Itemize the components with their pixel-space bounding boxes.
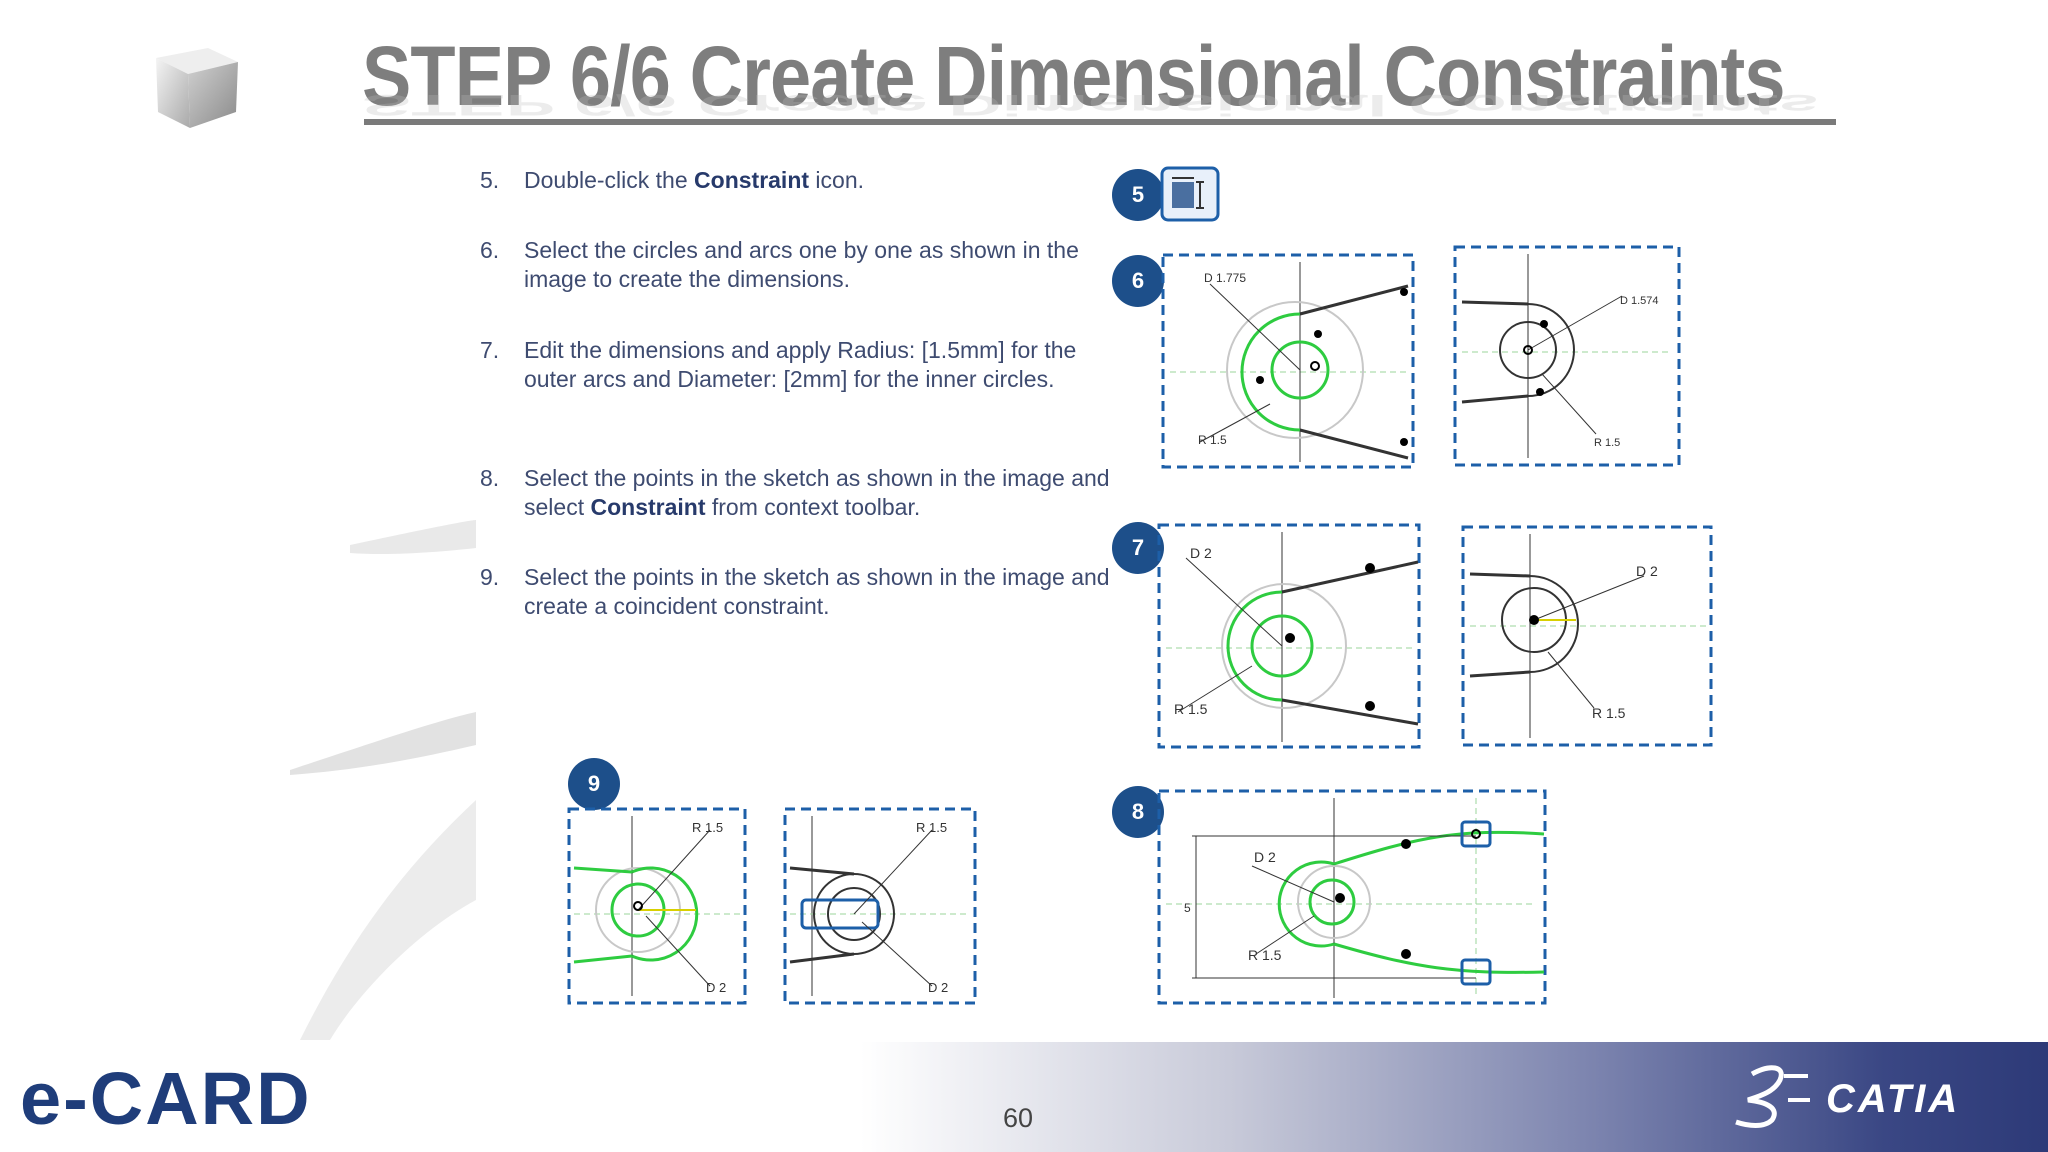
- cube-icon: [156, 48, 238, 128]
- dim-label: R 1.5: [692, 820, 723, 835]
- step-number: 8.: [480, 465, 500, 491]
- dim-label: R 1.5: [1248, 947, 1282, 963]
- dim-label: R 1.5: [1594, 437, 1620, 449]
- content-area: [476, 150, 1732, 1010]
- step-text: Select the circles and arcs one by one a…: [524, 237, 1079, 292]
- step-number: 7.: [480, 337, 500, 363]
- step-badge-7: 7: [1112, 522, 1164, 574]
- step-number: 6.: [480, 237, 500, 263]
- sketch-panel-7b: D 2 R 1.5: [1461, 525, 1713, 747]
- footer-band: [0, 1042, 2048, 1152]
- sketch-panel-6a: D 1.775 R 1.5: [1161, 253, 1415, 469]
- step-text: Select the points in the sketch as shown…: [524, 564, 1110, 619]
- title-underline: [364, 119, 1836, 125]
- page-number: 60: [1002, 1103, 1034, 1133]
- ecard-logo-text: e-CARD: [20, 1062, 312, 1134]
- step-text: Select the points in the sketch as shown…: [524, 465, 1110, 520]
- slide-title-reflection: STEP 6/6 Create Dimensional Constraints: [362, 88, 1819, 122]
- step-text: icon.: [809, 167, 865, 193]
- dim-label: R 1.5: [1174, 701, 1208, 717]
- step-badge-6: 6: [1112, 255, 1164, 307]
- step-bold: Constraint: [590, 494, 706, 520]
- ecard-logo: e-CARD: [20, 1062, 312, 1134]
- step-badge-5: 5: [1112, 169, 1164, 221]
- step-text: Edit the dimensions and apply Radius: [1…: [524, 337, 1077, 392]
- catia-logo-text: CATIA: [1826, 1077, 1960, 1121]
- catia-logo: CATIA: [1735, 1065, 1960, 1128]
- slide-title: STEP 6/6 Create Dimensional Constraints: [362, 29, 1786, 123]
- sketch-panel-9b: R 1.5 D 2: [783, 807, 977, 1005]
- dim-label: D 2: [1254, 849, 1276, 865]
- step-bold: Constraint: [694, 167, 810, 193]
- step-badge-8: 8: [1112, 786, 1164, 838]
- dim-label: 5: [1184, 901, 1191, 915]
- sketch-panel-8: D 2 R 1.5 5: [1157, 789, 1547, 1005]
- dim-label: D 2: [706, 980, 726, 995]
- dim-label: D 2: [1190, 545, 1212, 561]
- dim-label: R 1.5: [916, 820, 947, 835]
- dim-label: R 1.5: [1592, 705, 1626, 721]
- step-number: 9.: [480, 564, 500, 590]
- dim-label: D 1.574: [1620, 295, 1659, 307]
- step-text: from context toolbar.: [705, 494, 921, 520]
- dim-label: R 1.5: [1198, 433, 1227, 447]
- sketch-panel-9a: R 1.5 D 2: [567, 807, 747, 1005]
- step-text: Double-click the: [524, 167, 695, 193]
- dim-label: D 1.775: [1204, 271, 1246, 285]
- step-number: 5.: [480, 167, 500, 193]
- dim-label: D 2: [928, 980, 948, 995]
- dim-label: D 2: [1636, 563, 1658, 579]
- constraint-icon[interactable]: [1160, 166, 1220, 222]
- sketch-panel-7a: D 2 R 1.5: [1157, 523, 1421, 749]
- sketch-panel-6b: D 1.574 R 1.5: [1453, 245, 1681, 467]
- step-badge-9: 9: [568, 758, 620, 810]
